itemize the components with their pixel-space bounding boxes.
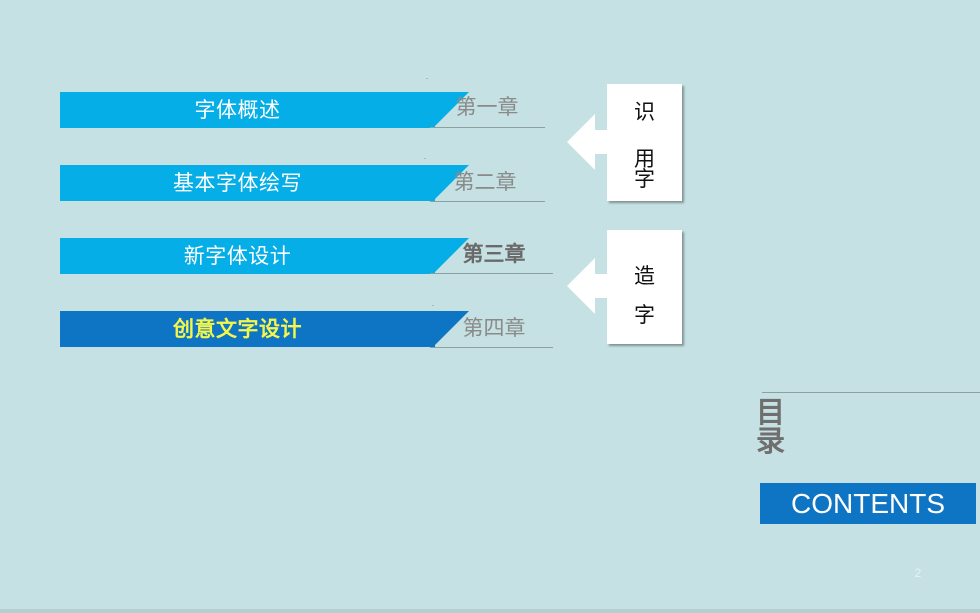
left-arrow-icon [567,258,613,314]
chapter-banner-tail [433,165,469,201]
side-card-zaozi: 造 字 [607,230,682,344]
chapter-underline [430,201,545,202]
toc-title-char: 目 [756,395,786,429]
chapter-underline [430,347,553,348]
chapter-title: 字体概述 [194,98,281,122]
side-card-shiyongzi: 识 用 字 [607,84,682,201]
left-arrow-icon [567,114,613,170]
toc-divider [762,392,980,393]
chapter-underline [430,127,545,128]
chapter-label: 第四章 [462,316,526,340]
card-char: 字 [634,303,655,327]
chapter-banner [60,92,435,128]
chapter-title: 基本字体绘写 [173,171,302,195]
tick-mark [432,305,434,306]
chapter-label: 第三章 [462,242,526,266]
chapter-banner-tail [433,238,469,274]
toc-title-char: 录 [756,424,786,458]
tick-mark [424,158,426,159]
tick-mark [426,78,428,79]
card-char: 用 [634,147,655,171]
card-char: 字 [634,167,655,191]
chapter-label: 第二章 [453,170,517,194]
chapter-title: 新字体设计 [183,244,292,268]
page-number: 2 [914,566,922,580]
chapter-banner [60,238,435,274]
card-char: 识 [634,100,655,124]
slide-bottom-edge [0,609,980,613]
chapter-title: 创意文字设计 [173,317,302,341]
contents-banner: CONTENTS [760,483,976,524]
chapter-label: 第一章 [455,95,519,119]
chapter-banner-tail [433,92,469,128]
chapter-banner-tail [433,311,469,347]
card-char: 造 [634,264,655,288]
toc-title: 目 录 [756,398,796,456]
chapter-underline [430,273,553,274]
chapter-banner [60,311,435,347]
chapter-banner [60,165,435,201]
